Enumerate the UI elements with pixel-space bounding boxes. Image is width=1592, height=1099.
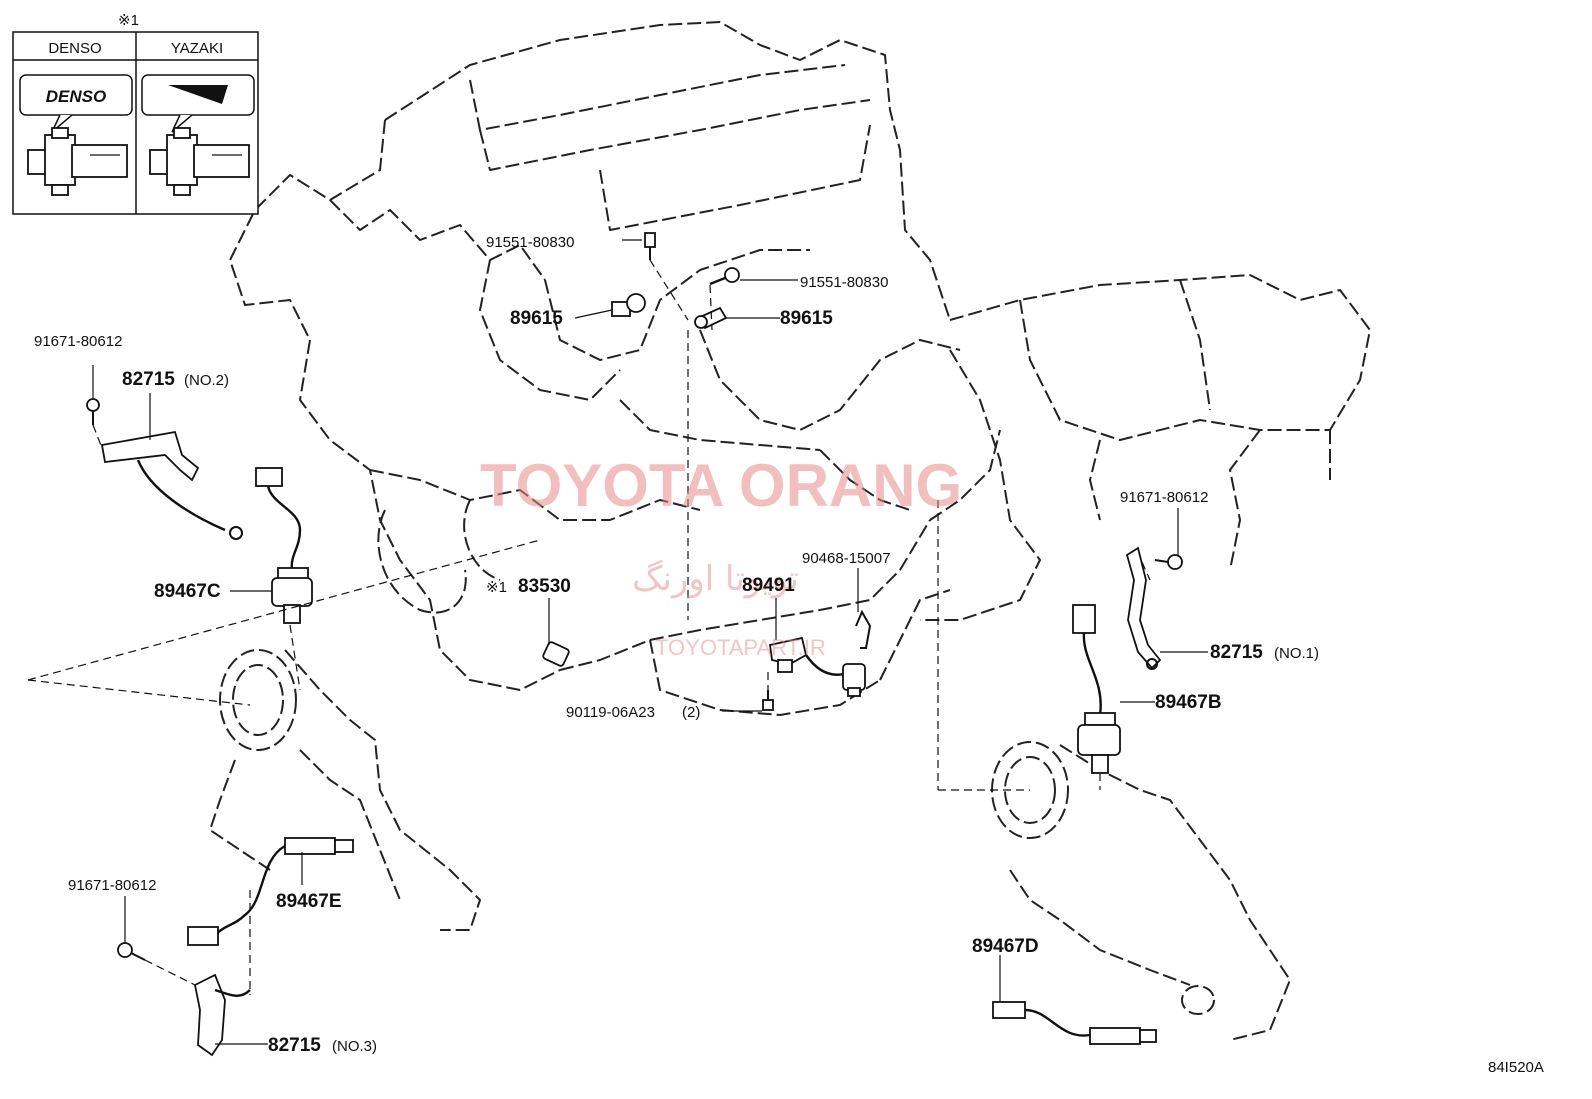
bolt-icon [762,690,774,711]
bolt-icon [86,398,100,425]
label-89467b: 89467B [1155,692,1222,713]
assembly-lines [27,259,1151,995]
inset-col-denso: DENSO [48,40,101,57]
label-82715-no1: 82715 [1210,642,1263,663]
clip-icon [855,609,872,649]
engine-outline [229,21,1371,716]
leader-lines [92,239,1208,1045]
label-bolt-91551-left: 91551-80830 [486,234,574,251]
label-82715-no1-suffix: (NO.1) [1274,645,1319,662]
exhaust-pipe-left [209,649,481,931]
yazaki-logo-icon [168,85,228,104]
label-89467d: 89467D [972,936,1039,957]
bolt-icon [117,942,146,961]
bolt-icon [644,232,656,260]
o2-sensor-c-icon [255,467,313,624]
connector-inset: ※1 DENSO YAZAKI DENSO [12,12,259,215]
label-89615-right: 89615 [780,308,833,329]
o2-sensor-e-icon [187,837,354,946]
bracket-no1-icon [1125,546,1162,670]
o2-sensor-d-icon [992,1001,1157,1045]
denso-logo: DENSO [46,87,106,106]
label-89615-left: 89615 [510,308,563,329]
exhaust-pipe-right [991,741,1291,1041]
label-82715-no2: 82715 [122,369,175,390]
denso-connector-icon [27,127,128,196]
part-labels: 91551-80830 91551-80830 89615 89615 9167… [34,234,1544,1076]
label-82715-no2-suffix: (NO.2) [184,372,229,389]
label-83530: 83530 [518,576,571,597]
cam-sensor-left-icon [611,293,646,317]
cam-sensor-right-icon [694,306,728,330]
o2-sensor-b-icon [1072,604,1121,774]
label-90119-qty: (2) [682,704,700,721]
label-89467e: 89467E [276,891,342,912]
label-90119: 90119-06A23 [566,704,655,721]
watermark-main: TOYOTA ORANG [480,452,962,519]
label-91671-no1: 91671-80612 [1120,489,1208,506]
yazaki-connector-icon [149,127,250,196]
label-91671-no2: 91671-80612 [34,333,122,350]
figure-code: 84I520A [1488,1059,1544,1076]
bolt-icon [1154,554,1183,570]
label-82715-no3: 82715 [268,1035,321,1056]
crank-sensor-icon [768,636,866,697]
label-91671-no3: 91671-80612 [68,877,156,894]
watermark-persian: تویوتا اورنگ [632,559,799,599]
label-knock-note: ※1 [486,579,507,596]
watermark: TOYOTA ORANG تویوتا اورنگ TOYOTAPART.IR [480,452,962,660]
inset-note: ※1 [118,12,139,29]
watermark-site: TOYOTAPART.IR [655,635,826,660]
bolt-icon [709,267,740,286]
inset-col-yazaki: YAZAKI [171,40,223,57]
label-89467c: 89467C [154,581,221,602]
label-82715-no3-suffix: (NO.3) [332,1038,377,1055]
label-89491: 89491 [742,575,795,596]
label-90468: 90468-15007 [802,550,890,567]
label-bolt-91551-right: 91551-80830 [800,274,888,291]
bracket-no2-icon [100,430,243,540]
bracket-no3-icon [193,973,251,1057]
knock-sensor-icon [542,641,570,667]
